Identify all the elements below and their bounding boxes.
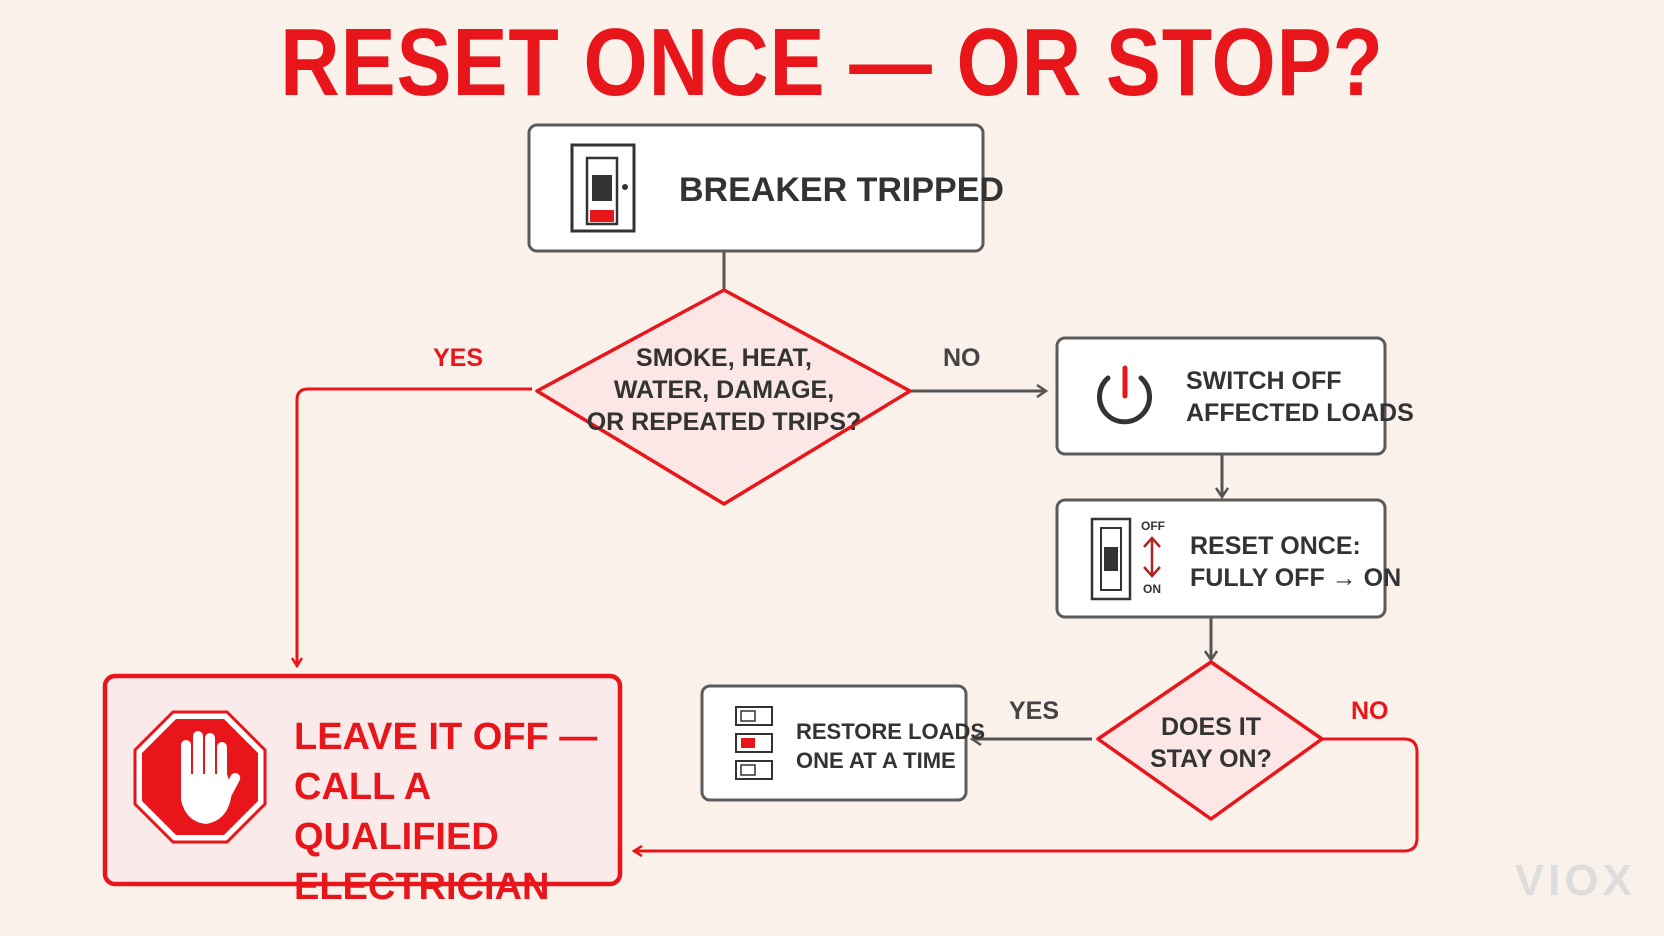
leave-it-off-text: LEAVE IT OFF — CALL A QUALIFIED ELECTRIC… — [294, 716, 598, 908]
reset-once-text: RESET ONCE: FULLY OFF → ON — [1190, 532, 1402, 592]
switch-off-label: OFF — [1141, 519, 1165, 533]
page-title: RESET ONCE — OR STOP? — [280, 9, 1384, 116]
connectors — [297, 251, 1419, 851]
node-switch-off — [1055, 336, 1387, 456]
hazard-no-label: NO — [943, 344, 981, 372]
edge-stays-no — [634, 737, 1419, 851]
up-down-arrow-icon — [1143, 536, 1161, 578]
restore-loads-text: RESTORE LOADS ONE AT A TIME — [796, 719, 986, 773]
stays-yes-label: YES — [1009, 697, 1060, 725]
load-switches-icon — [735, 706, 773, 780]
switch-off-text: SWITCH OFF AFFECTED LOADS — [1186, 367, 1414, 427]
stays-no-label: NO — [1351, 697, 1389, 725]
stays-on-question-text: DOES IT STAY ON? — [1150, 713, 1272, 773]
node-reset-once — [1055, 498, 1387, 619]
breaker-tripped-icon — [570, 143, 636, 233]
edge-hazard-yes — [297, 387, 532, 666]
stop-hand-icon — [133, 710, 267, 844]
power-icon — [1097, 365, 1152, 425]
watermark: VIOX — [1514, 856, 1636, 905]
switch-on-label: ON — [1143, 582, 1161, 596]
node-hazard-question — [535, 288, 912, 506]
breaker-toggle-icon — [1090, 517, 1132, 601]
breaker-tripped-label: BREAKER TRIPPED — [679, 171, 1004, 209]
node-breaker-tripped — [527, 123, 985, 253]
hazard-yes-label: YES — [433, 344, 484, 372]
node-stays-on-question — [1096, 660, 1324, 821]
hazard-question-text: SMOKE, HEAT, WATER, DAMAGE, OR REPEATED … — [586, 344, 862, 436]
